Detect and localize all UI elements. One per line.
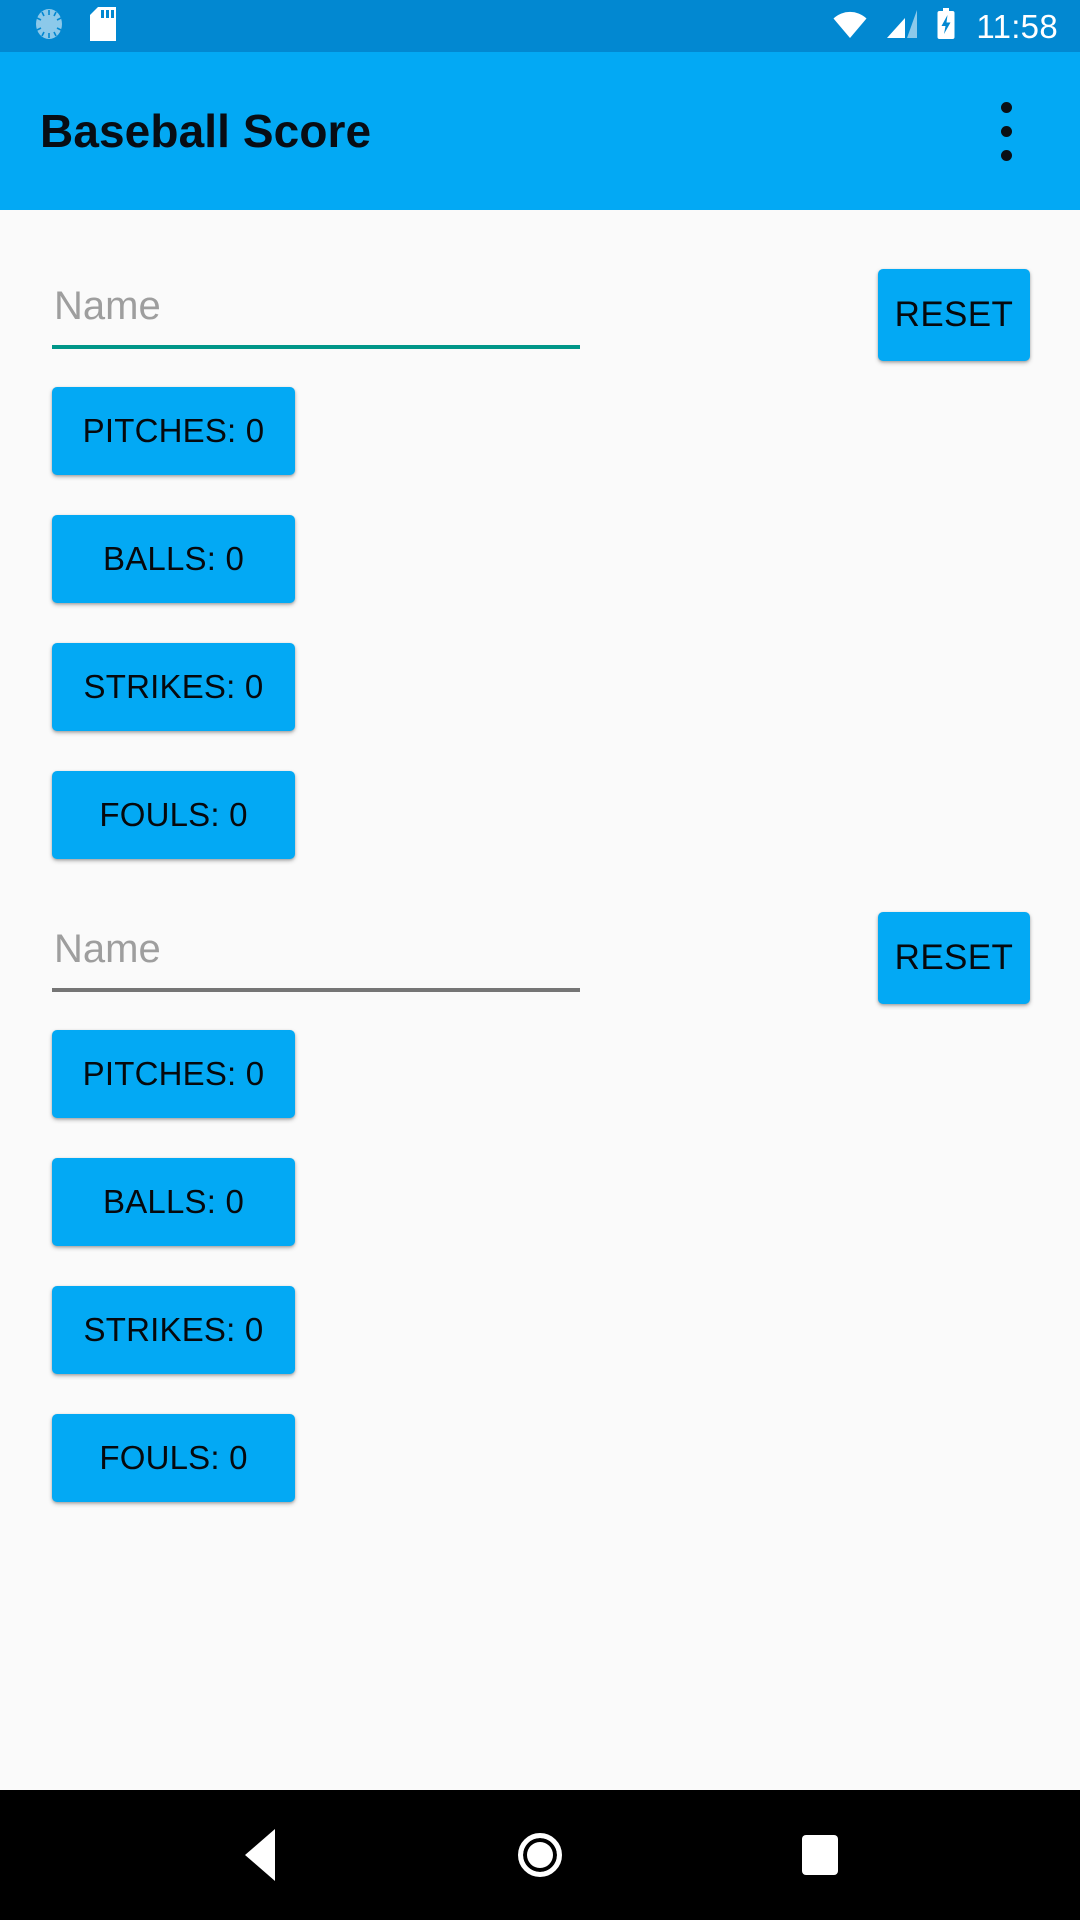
home-circle bbox=[518, 1833, 562, 1877]
player-1-header: RESET bbox=[0, 260, 1080, 361]
cellular-signal-icon bbox=[885, 9, 919, 44]
recents-icon[interactable] bbox=[765, 1800, 875, 1910]
player-2-stat-buttons: PITCHES: 0 BALLS: 0 STRIKES: 0 FOULS: 0 bbox=[0, 1004, 1080, 1502]
status-bar-clock: 11:58 bbox=[976, 7, 1058, 45]
player-section-2: RESET PITCHES: 0 BALLS: 0 STRIKES: 0 FOU… bbox=[0, 903, 1080, 1502]
player-1-name-input[interactable] bbox=[52, 284, 580, 345]
player-2-header: RESET bbox=[0, 903, 1080, 1004]
player-1-stat-buttons: PITCHES: 0 BALLS: 0 STRIKES: 0 FOULS: 0 bbox=[0, 361, 1080, 859]
page-title: Baseball Score bbox=[40, 105, 372, 157]
main-content: RESET PITCHES: 0 BALLS: 0 STRIKES: 0 FOU… bbox=[0, 210, 1080, 1790]
wifi-icon bbox=[832, 9, 868, 44]
player-2-name-underline bbox=[52, 987, 580, 992]
status-bar-right-icons: 11:58 bbox=[832, 7, 1058, 45]
player-1-fouls-button[interactable]: FOULS: 0 bbox=[52, 771, 295, 859]
back-triangle bbox=[245, 1829, 275, 1881]
player-1-balls-button[interactable]: BALLS: 0 bbox=[52, 515, 295, 603]
status-bar-left-icons bbox=[34, 6, 116, 46]
player-2-pitches-button[interactable]: PITCHES: 0 bbox=[52, 1030, 295, 1118]
recents-square bbox=[802, 1835, 838, 1875]
player-1-name-field-wrapper bbox=[52, 260, 580, 349]
player-2-strikes-button[interactable]: STRIKES: 0 bbox=[52, 1286, 295, 1374]
player-1-pitches-button[interactable]: PITCHES: 0 bbox=[52, 387, 295, 475]
battery-charging-icon bbox=[936, 7, 956, 45]
sd-card-icon bbox=[90, 6, 116, 46]
overflow-dot-1 bbox=[1000, 101, 1012, 113]
app-bar: Baseball Score bbox=[0, 52, 1080, 210]
home-icon[interactable] bbox=[485, 1800, 595, 1910]
overflow-menu-icon[interactable] bbox=[974, 83, 1038, 179]
sync-progress-icon bbox=[34, 7, 64, 46]
player-2-fouls-button[interactable]: FOULS: 0 bbox=[52, 1414, 295, 1502]
overflow-dot-2 bbox=[1000, 125, 1012, 137]
status-bar: 11:58 bbox=[0, 0, 1080, 52]
player-2-name-input[interactable] bbox=[52, 927, 580, 988]
player-1-strikes-button[interactable]: STRIKES: 0 bbox=[52, 643, 295, 731]
player-2-reset-button[interactable]: RESET bbox=[878, 912, 1030, 1004]
player-2-balls-button[interactable]: BALLS: 0 bbox=[52, 1158, 295, 1246]
back-icon[interactable] bbox=[205, 1800, 315, 1910]
player-1-reset-button[interactable]: RESET bbox=[878, 269, 1030, 361]
player-1-name-underline bbox=[52, 344, 580, 349]
navigation-bar bbox=[0, 1790, 1080, 1920]
player-2-name-field-wrapper bbox=[52, 903, 580, 992]
overflow-dot-3 bbox=[1000, 149, 1012, 161]
player-section-1: RESET PITCHES: 0 BALLS: 0 STRIKES: 0 FOU… bbox=[0, 260, 1080, 859]
